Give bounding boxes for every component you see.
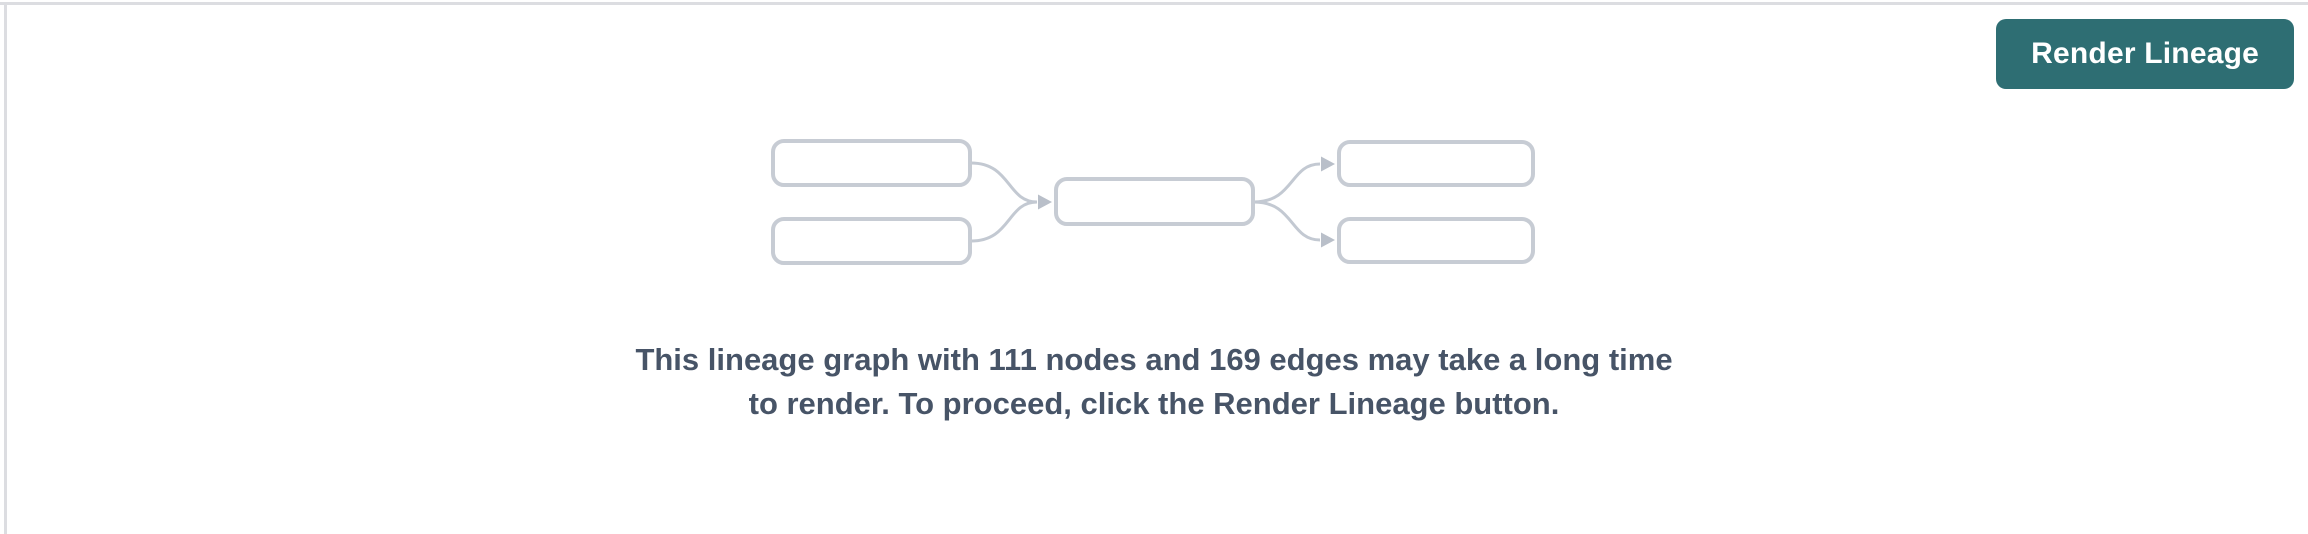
lineage-graph-placeholder-icon [771, 139, 1535, 265]
lineage-warning-message: This lineage graph with 111 nodes and 16… [635, 342, 1673, 422]
panel-left-border [4, 2, 7, 534]
placeholder-edges [970, 161, 1321, 243]
placeholder-arrowheads [1038, 156, 1335, 248]
lineage-empty-state: This lineage graph with 111 nodes and 16… [554, 138, 1754, 426]
render-lineage-button[interactable]: Render Lineage [1996, 19, 2294, 89]
panel-top-border [0, 2, 2308, 5]
placeholder-nodes [771, 139, 1535, 265]
